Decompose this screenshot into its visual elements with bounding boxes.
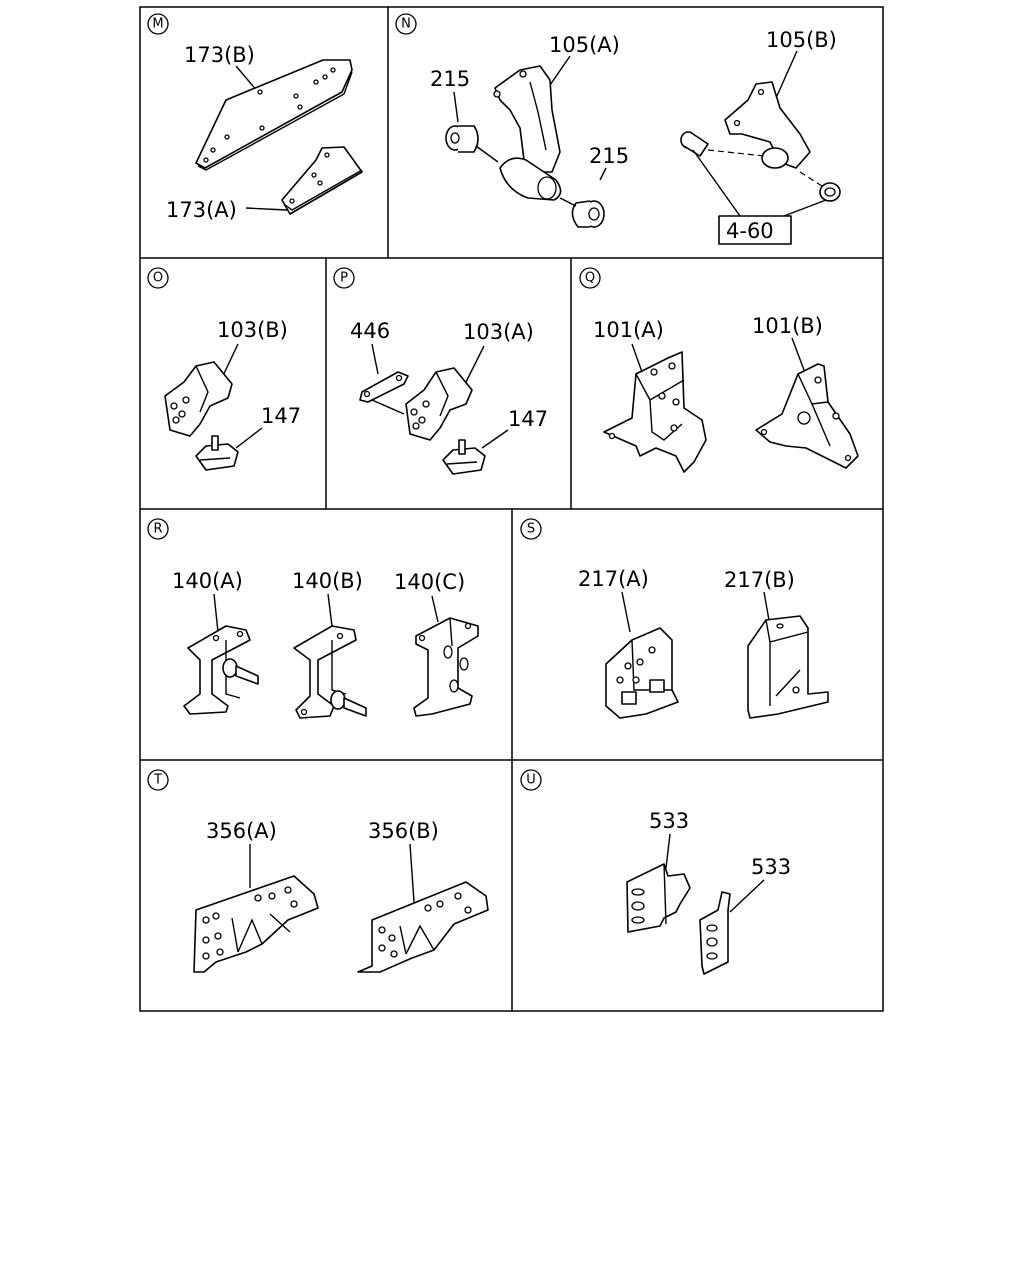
panel-u: U 533 533 xyxy=(520,769,791,975)
mount-147-p xyxy=(442,447,486,475)
plate-173b xyxy=(195,59,353,169)
mount-140a xyxy=(183,625,251,715)
label-356a: 356(A) xyxy=(206,819,277,843)
label-215-right: 215 xyxy=(589,144,629,168)
label-147-o: 147 xyxy=(261,404,301,428)
bracket-105b xyxy=(724,81,811,169)
label-103a: 103(A) xyxy=(463,320,534,344)
label-173b: 173(B) xyxy=(184,43,255,67)
label-103b: 103(B) xyxy=(217,318,288,342)
panel-grid xyxy=(139,6,884,1012)
label-217a: 217(A) xyxy=(578,567,649,591)
panel-n: N 105(A) 105(B) 215 215 4 xyxy=(395,13,841,245)
plate-446 xyxy=(359,371,409,403)
panel-s: S 217(A) 217(B) xyxy=(520,518,829,719)
panel-letter-m: M xyxy=(152,17,163,32)
bracket-103b xyxy=(164,361,233,437)
panel-letter-r: R xyxy=(153,522,162,537)
bracket-105a xyxy=(494,65,561,173)
panel-letter-o: O xyxy=(153,271,163,286)
panel-letter-p: P xyxy=(340,271,348,286)
mount-140c xyxy=(413,617,479,717)
label-173a: 173(A) xyxy=(166,198,237,222)
panel-p: P 446 103(A) 147 xyxy=(333,267,548,475)
ref-box-4-60 xyxy=(718,215,792,245)
plate-533-bottom xyxy=(699,891,731,975)
label-140b: 140(B) xyxy=(292,569,363,593)
label-105a: 105(A) xyxy=(549,33,620,57)
label-4-60: 4-60 xyxy=(726,219,774,243)
panel-q: Q 101(A) 101(B) xyxy=(579,267,859,473)
panel-t: T 356(A) 356(B) xyxy=(147,769,489,973)
panel-letter-n: N xyxy=(401,17,411,32)
bracket-356b xyxy=(357,881,489,973)
panel-m: M 173(B) 173(A) xyxy=(147,13,363,222)
label-101b: 101(B) xyxy=(752,314,823,338)
bracket-173a xyxy=(281,146,363,215)
label-215-left: 215 xyxy=(430,67,470,91)
label-533-top: 533 xyxy=(649,809,689,833)
label-533-bottom: 533 xyxy=(751,855,791,879)
bracket-356a xyxy=(193,875,319,973)
label-356b: 356(B) xyxy=(368,819,439,843)
panel-letter-s: S xyxy=(527,522,535,537)
label-105b: 105(B) xyxy=(766,28,837,52)
label-446: 446 xyxy=(350,319,390,343)
bracket-217b xyxy=(747,615,829,719)
label-147-p: 147 xyxy=(508,407,548,431)
plate-533-top xyxy=(626,863,691,933)
panel-letter-q: Q xyxy=(585,271,595,286)
panel-o: O 103(B) 147 xyxy=(147,267,301,471)
label-101a: 101(A) xyxy=(593,318,664,342)
mount-147-o xyxy=(195,443,239,471)
panel-r: R 140(A) 140(B) 140(C) xyxy=(147,518,479,719)
label-217b: 217(B) xyxy=(724,568,795,592)
label-140a: 140(A) xyxy=(172,569,243,593)
panel-letter-u: U xyxy=(526,773,536,788)
bracket-217a xyxy=(605,627,679,719)
label-140c: 140(C) xyxy=(394,570,465,594)
panel-letter-t: T xyxy=(153,773,162,788)
